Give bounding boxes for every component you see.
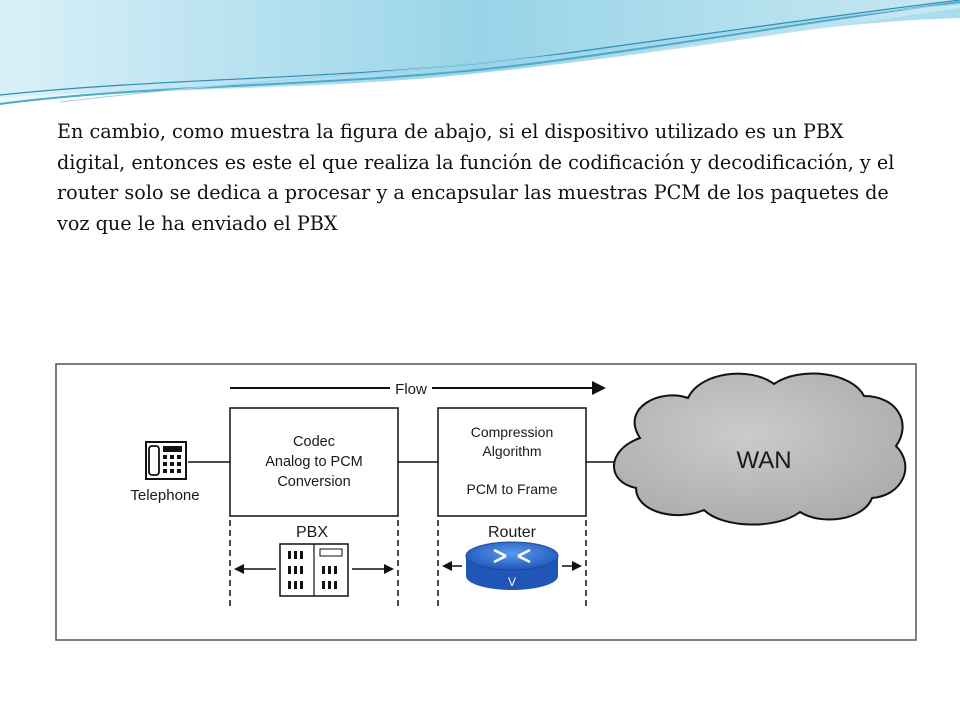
wan-label: WAN	[736, 447, 791, 474]
pbx-label: PBX	[296, 524, 328, 541]
router-span-arrow	[442, 561, 582, 571]
body-paragraph: En cambio, como muestra la figura de aba…	[57, 120, 895, 235]
telephone-label: Telephone	[130, 487, 199, 504]
compression-line-1: Compression	[471, 424, 553, 440]
codec-box	[229, 407, 399, 517]
flow-arrow	[230, 381, 606, 395]
compression-box	[437, 407, 587, 517]
pbx-span-arrow	[234, 564, 394, 574]
telephone-icon	[145, 441, 187, 480]
wan-cloud	[613, 372, 907, 526]
pbx-device-icon	[279, 543, 349, 597]
compression-line-2: Algorithm	[482, 443, 541, 459]
compression-line-3: PCM to Frame	[466, 481, 557, 497]
router-badge: V	[508, 575, 516, 589]
dashed-separators	[229, 520, 587, 606]
codec-line-3: Conversion	[277, 474, 350, 490]
flow-label: Flow	[395, 381, 427, 398]
router-label: Router	[488, 524, 537, 541]
codec-line-2: Analog to PCM	[265, 454, 363, 470]
router-icon: V	[465, 541, 559, 590]
codec-line-1: Codec	[293, 434, 335, 450]
